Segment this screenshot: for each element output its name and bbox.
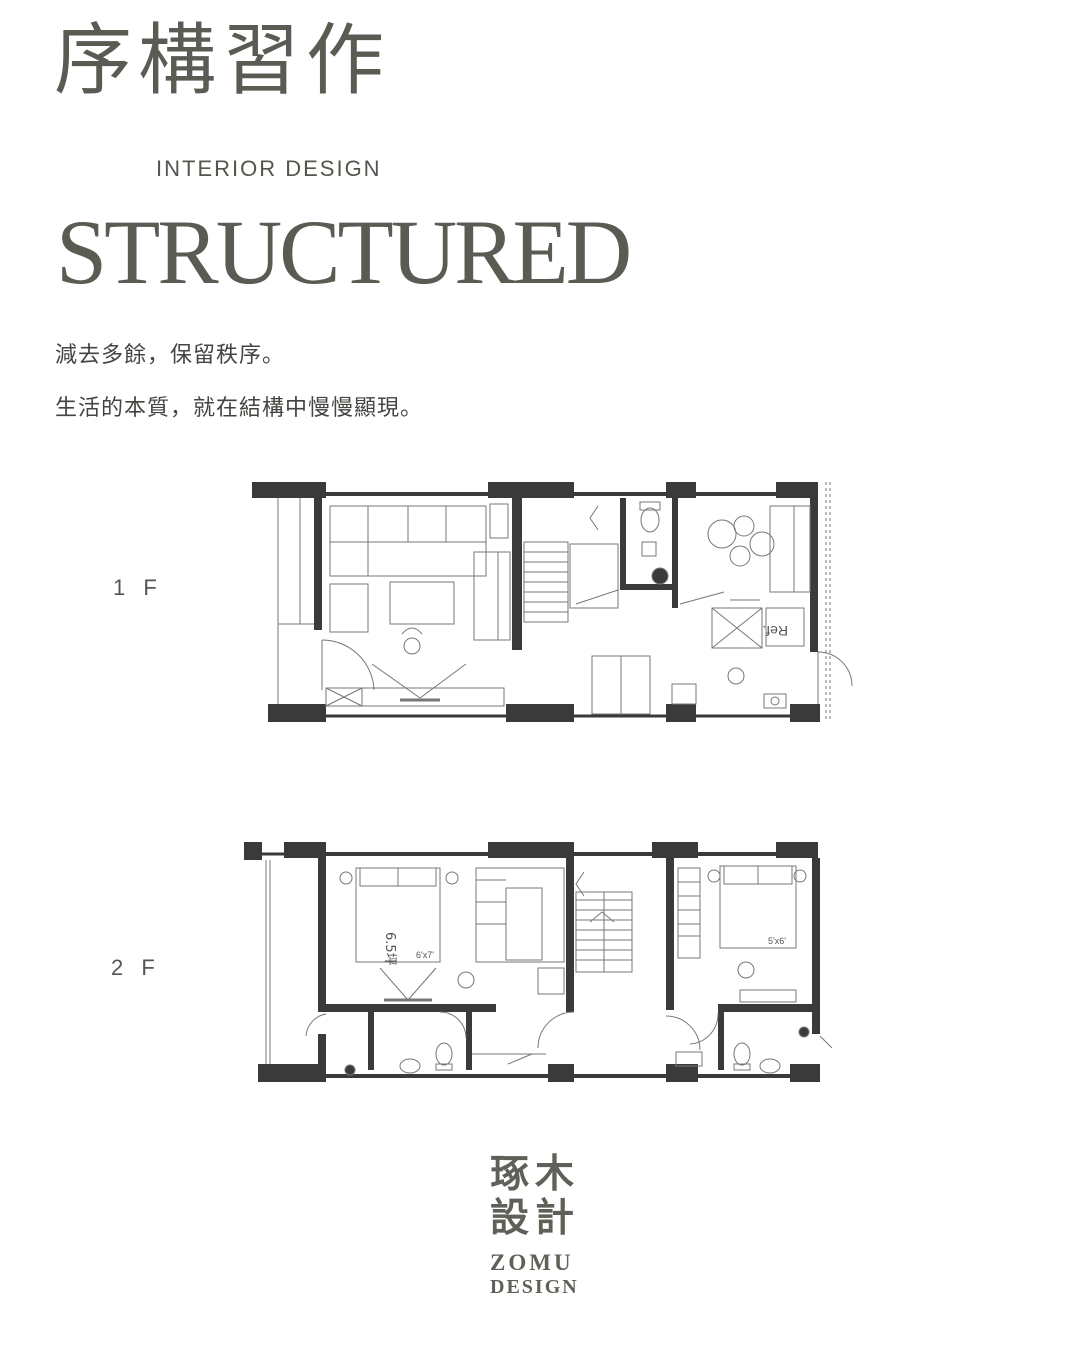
intro-line-1: 減去多餘，保留秩序。 [55,343,286,368]
logo-en-line-2: DESIGN [490,1276,579,1298]
logo-en-line-1: ZOMU [490,1250,574,1275]
bed1-size-label: 6'x7' [416,950,434,960]
wall-segment [666,704,696,722]
wall-segment [666,482,696,498]
wall-segment [314,498,322,630]
logo-zh-line-1: 琢木 [490,1151,581,1197]
floor-plan-1f [252,482,853,722]
wall-segment [810,498,818,652]
wall-segment [506,704,574,722]
wall-segment [790,704,820,722]
floor-1-label: 1 F [113,575,163,600]
fridge-label: Ref. [762,623,788,639]
wall-segment [776,482,818,498]
intro-line-2: 生活的本質，就在結構中慢慢顯現。 [55,396,424,421]
wall-segment [512,498,522,650]
bed2-size-label: 5'x6' [768,936,786,946]
brand-logo: 琢木 設計 ZOMU DESIGN [490,1152,580,1299]
wall-segment [268,704,326,722]
wall-segment [488,482,574,498]
wall-segment [252,482,326,498]
floor-2-label: 2 F [111,955,161,980]
room-area-label: 6.5坪 [382,932,397,966]
logo-zh-line-2: 設計 [490,1195,581,1241]
page-title-zh: 序構習作 [54,16,391,106]
page-title-en: STRUCTURED [56,201,632,303]
page-subtitle: INTERIOR DESIGN [156,156,382,181]
floor-plan-2f [244,842,833,1082]
